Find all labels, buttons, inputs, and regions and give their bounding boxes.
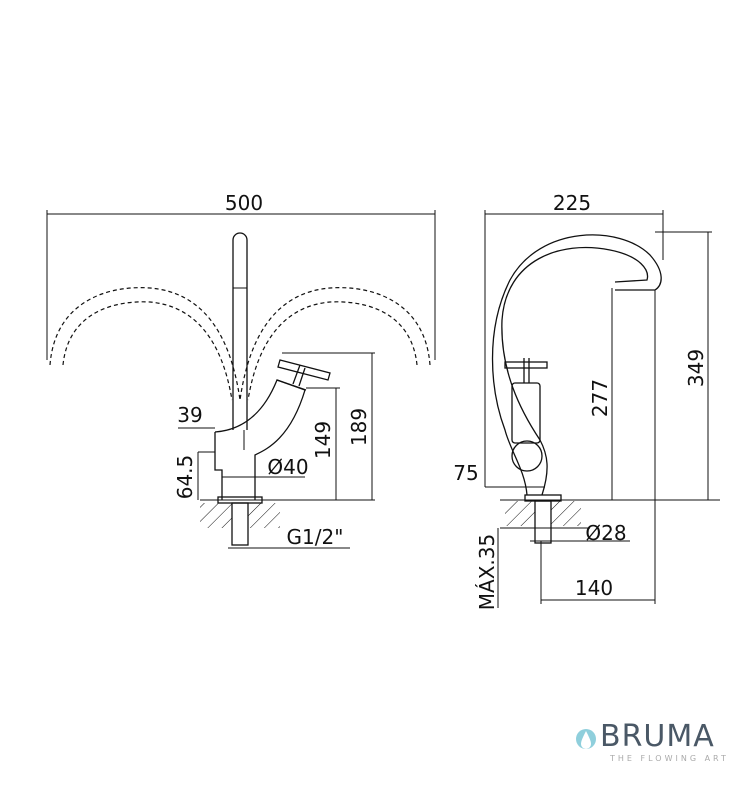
total-height-label: 189: [347, 408, 371, 446]
spout-height-label: 277: [588, 379, 612, 417]
base-height-label: 64.5: [173, 455, 197, 500]
cross-handle-side: [504, 361, 548, 369]
width-label: 500: [225, 191, 263, 215]
side-dimensions: 349 277 75 Ø28 MÁX.35 140: [453, 231, 720, 610]
shank-diameter-label: Ø28: [585, 521, 626, 545]
cross-handle: [277, 359, 331, 381]
side-total-height-label: 349: [684, 349, 708, 387]
side-view: 225 349 277 75 Ø28: [453, 191, 720, 610]
width-dimension: 500: [46, 191, 436, 360]
projection-label: 140: [575, 576, 613, 600]
body-offset-label: 75: [453, 461, 478, 485]
brand-name: BRUMA: [600, 719, 715, 754]
front-view: 500 39 64.5: [46, 191, 436, 549]
reach-dimension: 225: [484, 191, 664, 487]
swing-arcs: [49, 287, 431, 401]
handle-height-label: 149: [311, 421, 335, 459]
faucet-body-side: [491, 234, 662, 544]
reach-label: 225: [553, 191, 591, 215]
faucet-body-front: [200, 232, 331, 546]
max-thickness-label: MÁX.35: [475, 534, 499, 610]
body-diameter-label: Ø40: [267, 455, 308, 479]
brand-logo: BRUMA: [576, 722, 715, 752]
bruma-logo-icon: [576, 729, 596, 749]
brand-tagline: THE FLOWING ART: [610, 754, 729, 763]
spout-offset-label: 39: [177, 403, 202, 427]
thread-label: G1/2": [287, 525, 344, 549]
front-dimensions: 39 64.5 Ø40 149 189 G1/2": [173, 352, 375, 549]
